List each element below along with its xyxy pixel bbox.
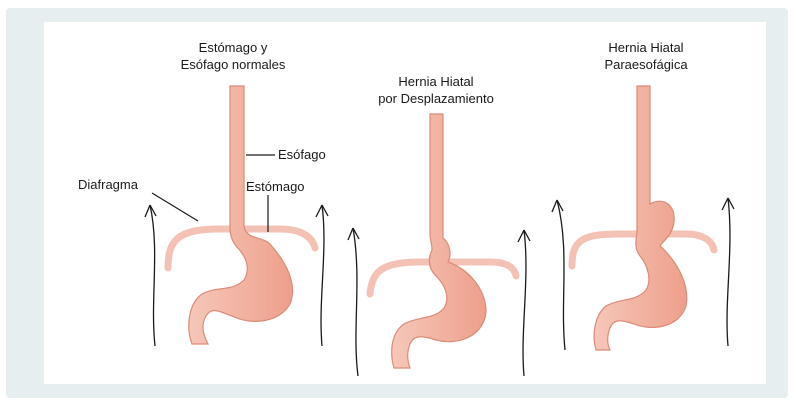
panel-1-title-line2: Esófago normales [181, 57, 286, 72]
arrow-right-3 [727, 198, 730, 346]
stomach-paraesophageal [594, 86, 687, 350]
panel-1-title-line1: Estómago y [199, 40, 268, 55]
arrow-left-1 [150, 205, 155, 346]
arrow-right-1 [321, 205, 324, 346]
panel-2-title-line2: por Desplazamiento [378, 91, 494, 106]
paraesophageal-hernia: Hernia Hiatal Paraesofágica [552, 40, 734, 350]
panel-3-title-line1: Hernia Hiatal [608, 40, 683, 55]
panel-2-title-line1: Hernia Hiatal [398, 74, 473, 89]
stomach-normal [189, 86, 293, 344]
stomach-sliding [392, 114, 486, 368]
normal-anatomy: Estómago y Esófago normales Esófago Estó… [78, 40, 328, 346]
arrow-right-2 [523, 230, 526, 376]
label-diaphragm: Diafragma [78, 177, 139, 192]
arrow-left-3 [557, 200, 565, 350]
sliding-hernia: Hernia Hiatal por Desplazamiento [348, 74, 530, 376]
label-stomach: Estómago [246, 179, 305, 194]
panel-3-title-line2: Paraesofágica [604, 57, 688, 72]
arrow-left-2 [353, 228, 358, 376]
label-esophagus: Esófago [278, 147, 326, 162]
